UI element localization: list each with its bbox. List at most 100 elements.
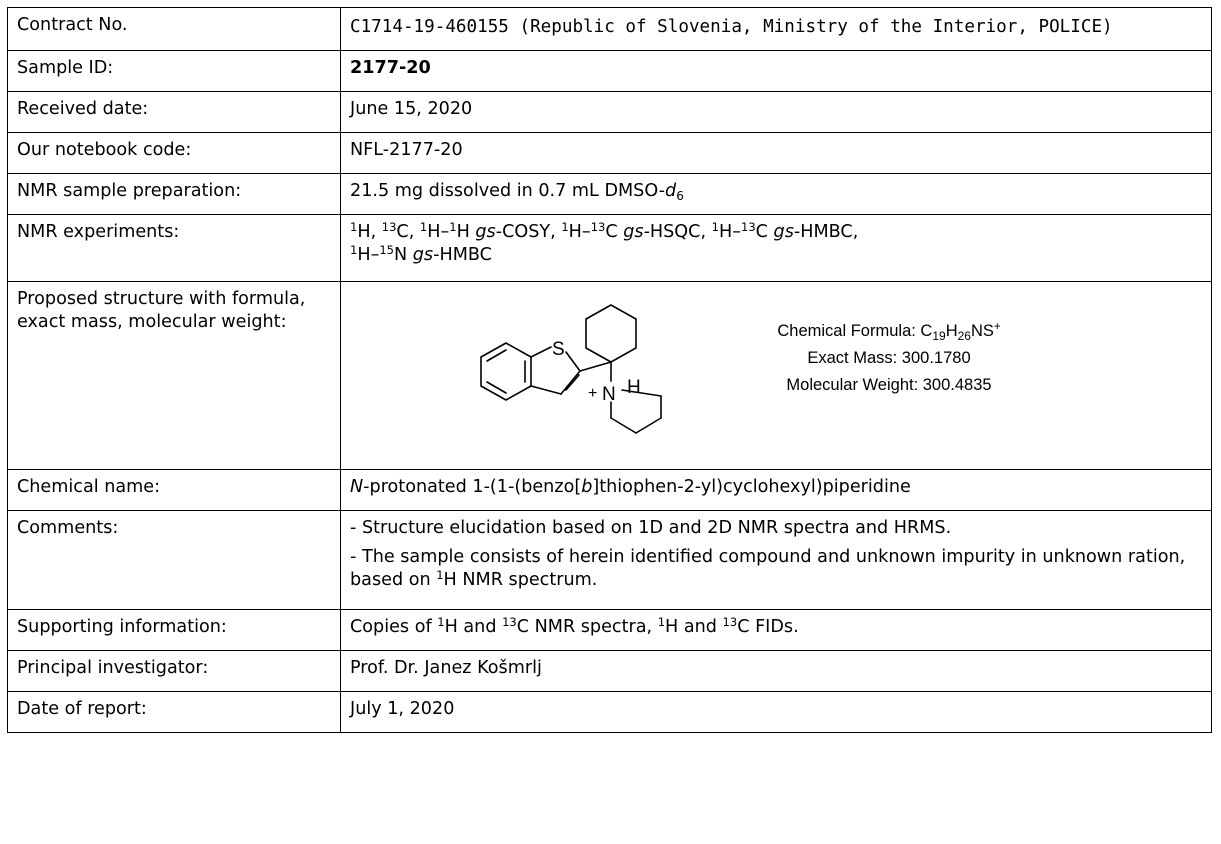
comment-line-1: - Structure elucidation based on 1D and … [350, 518, 952, 538]
cyclohexyl-ring [579, 304, 637, 372]
formula-c-count: 19 [932, 329, 946, 343]
exp-c: C [755, 222, 768, 242]
exp-sup: 1 [350, 220, 358, 234]
contract-label: Contract No. [7, 7, 341, 51]
comment-line-2-text: - The sample consists of herein identifi… [350, 547, 1186, 590]
exp-comma: , [700, 222, 712, 242]
exp-dash: – [732, 222, 741, 242]
exp-sup: 1 [419, 220, 428, 234]
chem-name-part2: ]thiophen-2-yl)cyclohexyl)piperidine [592, 477, 911, 497]
comments-label: Comments: [7, 510, 341, 610]
supporting-sup: 1 [437, 615, 445, 629]
exp-sup: 1 [711, 220, 719, 234]
formula-charge: + [993, 321, 1001, 333]
molecule-structure: S N H + [480, 304, 662, 434]
exp-dash: – [440, 222, 450, 242]
row-report-date: Date of report: July 1, 2020 [7, 691, 1212, 733]
received-value: June 15, 2020 [340, 91, 1212, 133]
exp-dash: – [581, 222, 591, 242]
received-label: Received date: [7, 91, 341, 133]
molecule-info: Chemical Formula: C19H26NS+ Exact Mass: … [724, 318, 1054, 399]
exp-n: N [394, 245, 408, 265]
report-date-label: Date of report: [7, 691, 341, 733]
exp-gs: gs [623, 222, 644, 242]
prep-label: NMR sample preparation: [7, 173, 341, 215]
chem-name-part1: -protonated 1-(1-(benzo[ [363, 477, 582, 497]
molecular-weight: Molecular Weight: 300.4835 [786, 376, 992, 394]
contract-value: C1714-19-460155 (Republic of Slovenia, M… [340, 7, 1212, 51]
supporting-text: H and [444, 617, 503, 637]
structure-label: Proposed structure with formula, exact m… [7, 281, 341, 470]
supporting-text: H and [665, 617, 723, 637]
exp-h: H [357, 222, 371, 242]
investigator-value: Prof. Dr. Janez Košmrlj [340, 650, 1212, 692]
row-notebook: Our notebook code: NFL-2177-20 [7, 132, 1212, 174]
prep-text: 21.5 mg dissolved in 0.7 mL DMSO- [350, 181, 666, 201]
prep-italic-d: d [665, 181, 677, 201]
exp-h: H [357, 245, 371, 265]
supporting-text: Copies of [350, 617, 438, 637]
comment-line-2-end: H NMR spectrum. [443, 570, 598, 590]
supporting-value: Copies of 1H and 13C NMR spectra, 1H and… [340, 609, 1212, 651]
row-chem-name: Chemical name: N-protonated 1-(1-(benzo[… [7, 469, 1212, 511]
exp-sup: 15 [379, 243, 394, 257]
experiments-value: 1H, 13C, 1H–1H gs-COSY, 1H–13C gs-HSQC, … [340, 214, 1212, 282]
comment-line-2-sup: 1 [436, 568, 444, 582]
exp-gs: gs [412, 245, 434, 265]
exp-sup: 13 [381, 220, 397, 234]
exp-h: H [456, 222, 470, 242]
supporting-label: Supporting information: [7, 609, 341, 651]
chem-name-value: N-protonated 1-(1-(benzo[b]thiophen-2-yl… [340, 469, 1212, 511]
row-supporting: Supporting information: Copies of 1H and… [7, 609, 1212, 651]
sulfur-atom-label: S [552, 339, 565, 360]
exp-gs: gs [773, 222, 794, 242]
supporting-sup: 13 [502, 615, 517, 629]
exact-mass: Exact Mass: 300.1780 [807, 349, 971, 367]
piperidine-ring [610, 361, 662, 434]
exp-hmbc: -HMBC [793, 222, 853, 242]
chemical-formula: Chemical Formula: C19H26NS+ [724, 318, 1054, 345]
benzene-ring [480, 342, 532, 401]
exp-hsqc: -HSQC [643, 222, 701, 242]
supporting-sup: 13 [722, 615, 738, 629]
exp-dash: – [370, 245, 380, 265]
exp-sup: 13 [590, 220, 606, 234]
formula-rest: NS [970, 322, 994, 340]
exp-sup: 1 [350, 243, 358, 257]
exp-h: H [718, 222, 733, 242]
hydrogen-atom-label: H [627, 377, 641, 398]
chem-name-italic-n: N [350, 477, 364, 497]
exp-h: H [568, 222, 582, 242]
experiments-label: NMR experiments: [7, 214, 341, 282]
report-date-value: July 1, 2020 [340, 691, 1212, 733]
sample-id-value: 2177-20 [340, 50, 1212, 92]
comments-value: - Structure elucidation based on 1D and … [340, 510, 1212, 610]
row-prep: NMR sample preparation: 21.5 mg dissolve… [7, 173, 1212, 215]
nitrogen-atom-label: N [602, 384, 616, 405]
notebook-value: NFL-2177-20 [340, 132, 1212, 174]
supporting-text: C FIDs. [737, 617, 799, 637]
row-contract: Contract No. C1714-19-460155 (Republic o… [7, 7, 1212, 51]
exp-sup: 13 [741, 220, 756, 234]
row-structure: Proposed structure with formula, exact m… [7, 281, 1212, 470]
row-investigator: Principal investigator: Prof. Dr. Janez … [7, 650, 1212, 692]
thiophene-ring [530, 346, 581, 395]
exp-c: C [396, 222, 409, 242]
notebook-label: Our notebook code: [7, 132, 341, 174]
supporting-text: C NMR spectra, [516, 617, 658, 637]
exp-comma: , [370, 222, 382, 242]
exp-comma: , [852, 222, 859, 242]
prep-sub: 6 [676, 189, 684, 203]
report-table: Contract No. C1714-19-460155 (Republic o… [7, 7, 1212, 733]
comment-line-2: - The sample consists of herein identifi… [350, 546, 1202, 592]
exp-gs: gs [475, 222, 496, 242]
row-sample-id: Sample ID: 2177-20 [7, 50, 1212, 92]
sample-id-label: Sample ID: [7, 50, 341, 92]
exp-cosy: -COSY [495, 222, 551, 242]
row-received: Received date: June 15, 2020 [7, 91, 1212, 133]
investigator-label: Principal investigator: [7, 650, 341, 692]
exp-sup: 1 [449, 220, 457, 234]
row-experiments: NMR experiments: 1H, 13C, 1H–1H gs-COSY,… [7, 214, 1212, 282]
formula-h-letter: H [945, 322, 958, 340]
formula-h-count: 26 [957, 329, 971, 343]
